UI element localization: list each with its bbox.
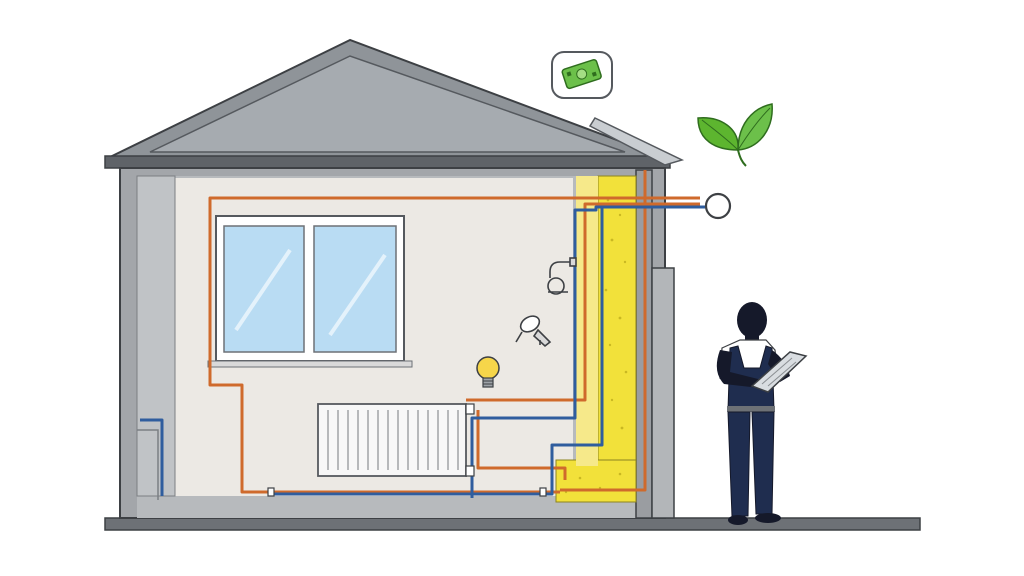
pipe-valves — [267, 403, 547, 497]
clipboard — [750, 351, 808, 393]
hairdryer-icon — [515, 315, 552, 348]
banknote-icon — [551, 51, 613, 99]
cold-water-pipes — [140, 205, 705, 498]
roof — [104, 38, 685, 169]
window-sill — [207, 360, 413, 368]
pipe-outline — [137, 429, 159, 500]
ground-line — [104, 517, 921, 531]
technician-figure — [716, 302, 808, 525]
pipe-outlet — [704, 192, 732, 220]
insulation-layer — [555, 175, 637, 503]
hot-water-pipes — [208, 170, 700, 494]
window — [207, 215, 413, 368]
radiator — [317, 403, 467, 477]
lightbulb-icon — [476, 356, 500, 388]
solar-panel — [588, 117, 685, 166]
tap-icon — [547, 257, 577, 295]
leaf-icon — [697, 103, 773, 167]
